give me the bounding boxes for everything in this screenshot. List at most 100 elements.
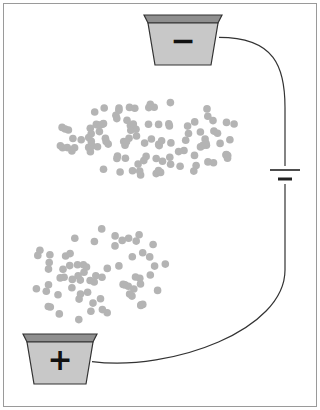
particle [158, 137, 166, 145]
particle [210, 159, 218, 167]
particle [66, 262, 74, 270]
particle [141, 139, 149, 147]
particle [151, 262, 159, 270]
particle [165, 120, 173, 128]
particle [223, 151, 231, 159]
particle [33, 285, 41, 293]
particle [126, 290, 134, 298]
particle [100, 165, 108, 173]
particle [113, 115, 121, 123]
particle [69, 135, 77, 143]
particle [84, 289, 92, 297]
particle [83, 263, 91, 271]
particle [130, 120, 138, 128]
particle [192, 162, 200, 170]
particle [162, 260, 170, 268]
particle [74, 272, 82, 280]
particle [230, 120, 238, 128]
particle [100, 120, 108, 128]
particle [146, 253, 154, 261]
particle [139, 249, 147, 257]
particle [98, 225, 106, 233]
particle [111, 242, 119, 250]
particle [176, 162, 184, 170]
particle [93, 121, 101, 129]
particle [43, 287, 51, 295]
particle [132, 273, 140, 281]
particle [46, 251, 54, 259]
particle [97, 295, 105, 303]
particle [115, 104, 123, 112]
particle [66, 250, 74, 258]
particle [54, 291, 62, 299]
particle [197, 128, 205, 136]
particle [116, 168, 124, 176]
particle [118, 237, 126, 245]
particle [137, 301, 145, 309]
particle [210, 127, 218, 135]
battery-gap [266, 166, 304, 184]
particle [100, 104, 108, 112]
particle [99, 306, 107, 314]
border [4, 4, 317, 407]
particle [167, 139, 175, 147]
particle [71, 235, 79, 243]
particle [148, 135, 156, 143]
particle [131, 105, 139, 113]
particle [75, 295, 83, 303]
particle [45, 265, 53, 273]
particle [223, 119, 231, 127]
particle [149, 241, 157, 249]
battery-long-plate [270, 169, 300, 171]
particle [115, 262, 123, 270]
wire [92, 37, 285, 363]
particle [123, 138, 131, 146]
electrode: + [22, 333, 98, 385]
particle [71, 144, 79, 152]
particle [185, 130, 193, 138]
particle [166, 154, 174, 162]
particle [154, 287, 162, 295]
particle [98, 274, 106, 282]
particle [145, 120, 153, 128]
particle [89, 299, 97, 307]
particle [175, 148, 183, 156]
particle [91, 238, 99, 246]
particle [102, 138, 110, 146]
particle [226, 136, 234, 144]
particle [147, 271, 155, 279]
particle [129, 167, 137, 175]
particle [137, 302, 145, 310]
particle [222, 151, 230, 159]
particle [87, 307, 95, 315]
particle [59, 265, 67, 273]
particles [33, 99, 238, 324]
particle [147, 101, 155, 109]
particle [56, 274, 64, 282]
particle [133, 132, 141, 140]
particle [137, 171, 145, 179]
polarity-sign: + [22, 345, 98, 375]
particle [47, 303, 55, 311]
particle [91, 108, 99, 116]
particle [184, 122, 192, 130]
particle [34, 252, 42, 260]
particle [99, 120, 107, 128]
particle [191, 152, 199, 160]
particle [203, 105, 211, 113]
particle [45, 259, 53, 267]
particle [68, 284, 76, 292]
particle [94, 143, 102, 151]
particle [113, 155, 121, 163]
polarity-sign: − [143, 26, 223, 56]
particle [182, 137, 190, 145]
particle [45, 281, 53, 289]
particle [56, 310, 64, 318]
particle [202, 139, 210, 147]
battery-short-plate [278, 178, 292, 181]
particle [155, 167, 163, 175]
particle [58, 124, 66, 132]
particle [75, 316, 83, 324]
particle [96, 128, 104, 136]
